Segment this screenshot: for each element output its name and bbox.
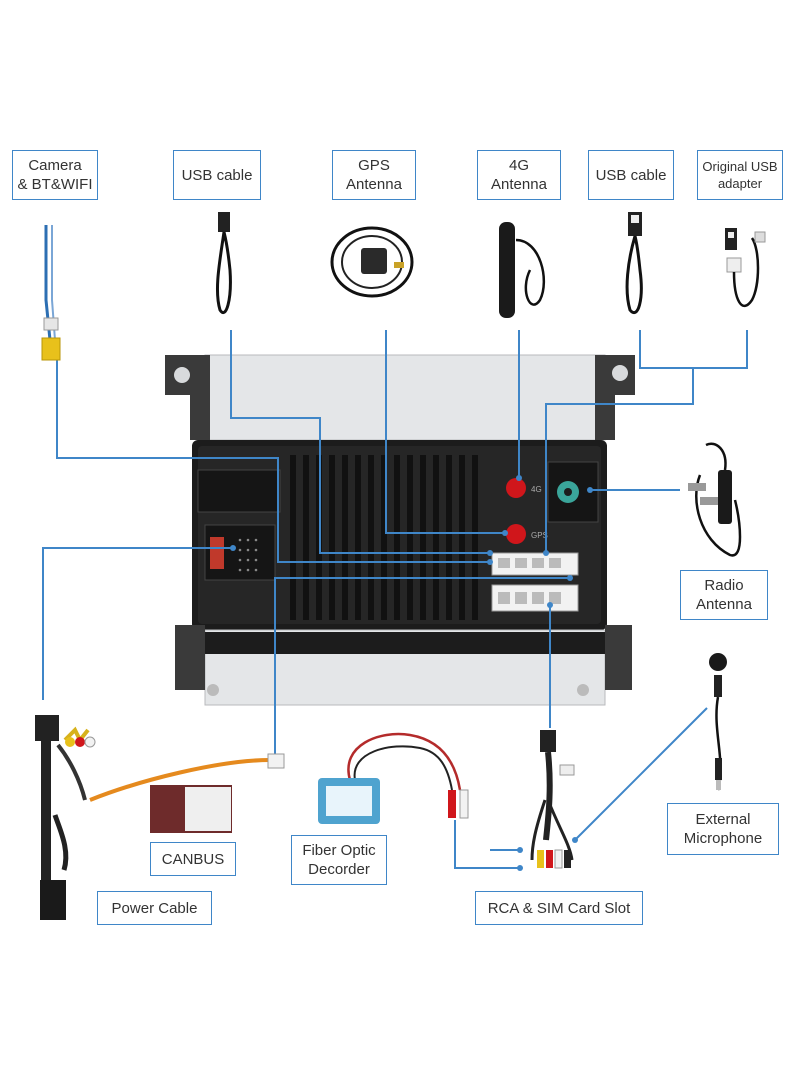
camera-bt-wifi-label: Camera& BT&WIFI — [12, 150, 98, 200]
usb-cable-label-2: USB cable — [588, 150, 674, 200]
4g-port-label: 4G — [531, 485, 542, 494]
canbus-label: CANBUS — [150, 842, 236, 876]
fiber-optic-decorder — [318, 732, 469, 824]
usb-cable-2 — [625, 212, 643, 314]
head-unit: 4G GPS — [165, 354, 635, 706]
usb-cable-label-1: USB cable — [173, 150, 261, 200]
gps-port-label: GPS — [531, 531, 548, 540]
power-cable-harness — [35, 715, 285, 920]
rca-sim-cable — [530, 730, 575, 869]
usb-cable-1 — [215, 212, 232, 314]
radio-antenna-adapter — [688, 442, 742, 557]
rca-sim-card-slot-label: RCA & SIM Card Slot — [475, 891, 643, 925]
4g-antenna — [499, 222, 546, 318]
external-microphone — [709, 653, 727, 791]
canbus-box — [150, 785, 232, 833]
power-cable-label: Power Cable — [97, 891, 212, 925]
camera-cable — [41, 225, 61, 361]
connection-lines — [42, 330, 748, 869]
original-usb-adapter — [725, 228, 766, 308]
gps-antenna — [330, 226, 414, 298]
